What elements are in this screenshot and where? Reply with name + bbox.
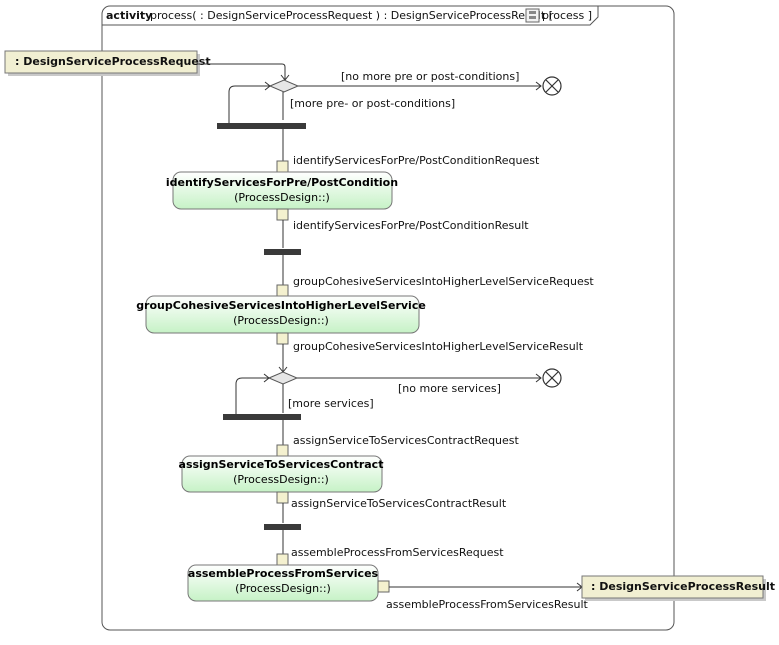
action-4-name: assembleProcessFromServices [188, 567, 379, 580]
action-2-owner: (ProcessDesign::) [233, 314, 329, 327]
output-pin-label-4: assembleProcessFromServicesResult [386, 598, 589, 611]
output-pin-1[interactable] [276, 208, 289, 221]
arrowhead [535, 373, 542, 383]
input-pin-label-4: assembleProcessFromServicesRequest [291, 546, 504, 559]
decision-node-conditions[interactable] [268, 79, 300, 93]
output-pin-3[interactable] [276, 491, 289, 504]
edge-loop-back-2 [235, 377, 269, 416]
fork-bar-4 [264, 524, 301, 530]
edge-loop-back-1 [228, 85, 270, 124]
frame-keyword: activity [106, 9, 152, 22]
activity-final-node-2 [542, 368, 562, 388]
input-pin-1[interactable] [276, 160, 289, 173]
action-1-owner: (ProcessDesign::) [234, 191, 330, 204]
activity-frame [101, 5, 675, 631]
guard-no-more-services: [no more services] [398, 382, 501, 395]
output-pin-4[interactable] [377, 580, 390, 593]
input-pin-4[interactable] [276, 553, 289, 566]
input-object-node[interactable] [4, 50, 198, 74]
decision-node-services[interactable] [267, 371, 299, 385]
frame-tab [102, 6, 599, 26]
guard-more-services: [more services] [288, 397, 374, 410]
activity-final-node-1 [542, 76, 562, 96]
action-1-name: identifyServicesForPre/PostCondition [166, 176, 398, 189]
input-pin-label-3: assignServiceToServicesContractRequest [293, 434, 520, 447]
input-pin-label-2: groupCohesiveServicesIntoHigherLevelServ… [293, 275, 594, 288]
input-pin-label-1: identifyServicesForPre/PostConditionRequ… [293, 154, 540, 167]
frame-signature: process( : DesignServiceProcessRequest )… [150, 9, 553, 22]
output-pin-label-2: groupCohesiveServicesIntoHigherLevelServ… [293, 340, 584, 353]
arrowhead [535, 81, 542, 91]
action-2-name: groupCohesiveServicesIntoHigherLevelServ… [136, 299, 426, 312]
activity-icon [525, 8, 540, 23]
arrowhead [263, 373, 270, 383]
input-pin-2[interactable] [276, 284, 289, 297]
output-pin-label-3: assignServiceToServicesContractResult [291, 497, 507, 510]
join-bar-3 [223, 414, 301, 420]
output-object-node[interactable] [581, 575, 764, 599]
output-object-label: : DesignServiceProcessResult [591, 580, 775, 593]
action-3-name: assignServiceToServicesContract [179, 458, 384, 471]
edge-input-to-decision1 [197, 63, 286, 80]
join-bar-1 [217, 123, 306, 129]
frame-name: process ] [542, 9, 592, 22]
guard-no-more-conditions: [no more pre or post-conditions] [341, 70, 519, 83]
guard-more-conditions: [more pre- or post-conditions] [290, 97, 455, 110]
output-pin-2[interactable] [276, 332, 289, 345]
input-pin-3[interactable] [276, 444, 289, 457]
action-4-owner: (ProcessDesign::) [235, 582, 331, 595]
output-pin-label-1: identifyServicesForPre/PostConditionResu… [293, 219, 529, 232]
fork-bar-2 [264, 249, 301, 255]
input-object-label: : DesignServiceProcessRequest [15, 55, 211, 68]
action-3-owner: (ProcessDesign::) [233, 473, 329, 486]
arrowhead [264, 81, 271, 91]
